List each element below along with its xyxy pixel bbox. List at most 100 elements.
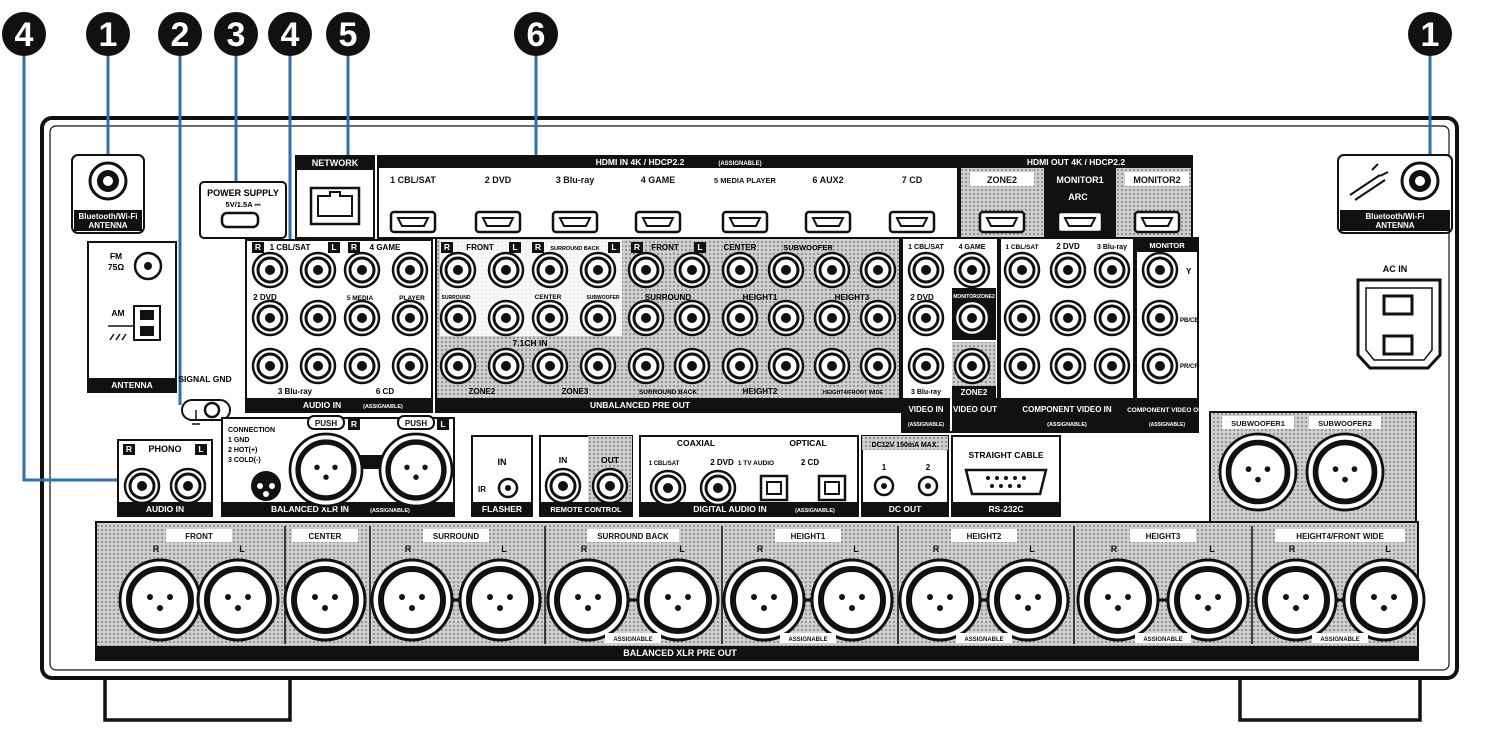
rca-jack[interactable] [299,299,337,337]
phono-jack[interactable] [169,467,207,505]
rca-jack[interactable] [767,347,805,385]
subwoofer-xlr-jack[interactable] [1307,434,1383,510]
rca-jack[interactable] [579,299,617,337]
rca-jack[interactable] [299,251,337,289]
component-jack[interactable] [1003,299,1041,337]
xlr-out-jack[interactable] [198,560,278,640]
rca-jack[interactable] [251,299,289,337]
rca-jack[interactable] [579,347,617,385]
rca-jack[interactable] [487,251,525,289]
rca-jack[interactable] [813,299,851,337]
xlr-out-jack[interactable] [1344,560,1424,640]
rca-jack[interactable] [343,299,381,337]
xlr-out-jack[interactable] [900,560,980,640]
component-out-jack[interactable] [1141,299,1179,337]
rca-jack[interactable] [299,347,337,385]
video-jack[interactable] [907,251,945,289]
rca-jack[interactable] [439,251,477,289]
xlr-out-jack[interactable] [285,560,365,640]
xlr-out-jack[interactable] [724,560,804,640]
rca-jack[interactable] [391,347,429,385]
rca-jack[interactable] [531,299,569,337]
xlr-out-jack[interactable] [812,560,892,640]
xlr-out-jack[interactable] [460,560,540,640]
rca-jack[interactable] [721,347,759,385]
rca-jack[interactable] [721,251,759,289]
component-jack[interactable] [1003,347,1041,385]
video-jack[interactable] [907,347,945,385]
component-jack[interactable] [1049,299,1087,337]
component-jack[interactable] [1093,347,1131,385]
rca-jack[interactable] [627,299,665,337]
rca-jack[interactable] [439,299,477,337]
rca-jack[interactable] [627,251,665,289]
rs232-port[interactable] [964,468,1048,496]
signal-gnd-terminal[interactable] [203,401,221,419]
usb-power-port[interactable] [220,211,260,229]
component-jack[interactable] [1003,251,1041,289]
hdmi-in-port[interactable] [804,210,852,234]
remote-out-jack[interactable] [591,467,629,505]
rca-jack[interactable] [579,251,617,289]
xlr-out-jack[interactable] [372,560,452,640]
component-jack[interactable] [1093,251,1131,289]
xlr-out-jack[interactable] [1256,560,1336,640]
rca-jack[interactable] [343,251,381,289]
video-jack[interactable] [907,299,945,337]
xlr-out-jack[interactable] [988,560,1068,640]
optical-jack[interactable] [817,474,847,502]
component-out-jack[interactable] [1141,347,1179,385]
hdmi-out-port[interactable] [1133,210,1181,234]
optical-jack[interactable] [759,474,789,502]
rca-jack[interactable] [673,251,711,289]
rca-jack[interactable] [439,347,477,385]
component-out-jack[interactable] [1141,251,1179,289]
rca-jack[interactable] [767,299,805,337]
rca-jack[interactable] [251,347,289,385]
rca-jack[interactable] [487,299,525,337]
rca-jack[interactable] [859,251,897,289]
rca-jack[interactable] [813,251,851,289]
component-jack[interactable] [1049,251,1087,289]
rca-jack[interactable] [391,251,429,289]
component-jack[interactable] [1049,347,1087,385]
coaxial-jack[interactable] [699,469,737,507]
video-jack[interactable] [953,251,991,289]
rca-jack[interactable] [487,347,525,385]
rca-jack[interactable] [673,299,711,337]
hdmi-in-port[interactable] [551,210,599,234]
rca-jack[interactable] [673,347,711,385]
rca-jack[interactable] [391,299,429,337]
hdmi-out-port[interactable] [1056,210,1104,234]
hdmi-out-port[interactable] [978,210,1026,234]
hdmi-in-port[interactable] [389,210,437,234]
rca-jack[interactable] [343,347,381,385]
rca-jack[interactable] [859,347,897,385]
rca-jack[interactable] [813,347,851,385]
remote-in-jack[interactable] [544,467,582,505]
rca-jack[interactable] [767,251,805,289]
xlr-out-jack[interactable] [120,560,200,640]
xlr-out-jack[interactable] [1078,560,1158,640]
rca-jack[interactable] [859,299,897,337]
ac-inlet[interactable] [1356,278,1442,370]
hdmi-in-port[interactable] [634,210,682,234]
phono-jack[interactable] [123,467,161,505]
video-jack[interactable] [953,347,991,385]
xlr-out-jack[interactable] [638,560,718,640]
hdmi-in-port[interactable] [888,210,936,234]
rca-jack[interactable] [721,299,759,337]
coaxial-jack[interactable] [649,469,687,507]
rca-jack[interactable] [251,251,289,289]
xlr-out-jack[interactable] [548,560,628,640]
hdmi-in-port[interactable] [721,210,769,234]
rca-jack[interactable] [531,251,569,289]
component-jack[interactable] [1093,299,1131,337]
xlr-in-jack[interactable] [380,434,452,506]
video-jack[interactable] [953,299,991,337]
rca-jack[interactable] [531,347,569,385]
xlr-out-jack[interactable] [1168,560,1248,640]
subwoofer-xlr-jack[interactable] [1220,434,1296,510]
rca-jack[interactable] [627,347,665,385]
xlr-in-jack[interactable] [290,434,362,506]
